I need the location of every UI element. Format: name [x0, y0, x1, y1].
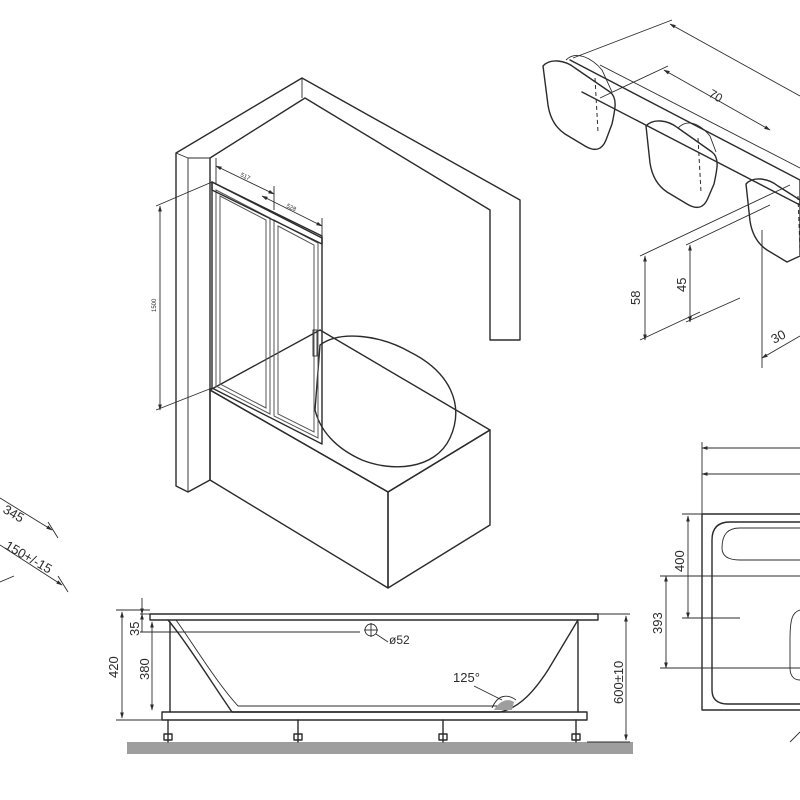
- angle-fill: [494, 700, 514, 710]
- pad-1: [542, 60, 616, 151]
- tub-front-face: [209, 389, 389, 589]
- dim-door-width-2: 528: [285, 203, 297, 213]
- wall-outline: [175, 77, 521, 493]
- dim-leg-height: 600±10: [611, 661, 626, 704]
- angle-arc: [491, 695, 517, 709]
- isometric-bathtub-view: 517 528 1500: [152, 77, 521, 589]
- tub-inner-profile: [175, 619, 498, 707]
- dim-rim: 35: [127, 622, 142, 636]
- dim-depth-section: 380: [137, 658, 152, 680]
- glass-panel-1: [215, 189, 271, 415]
- pad-2: [645, 120, 718, 209]
- dim-height-inner: 45: [674, 278, 689, 292]
- dim-screen-height: 1500: [152, 298, 158, 312]
- glass-panel-1-inner: [219, 195, 267, 409]
- side-section-view: ø52 420 35 380 600±10 125°: [106, 598, 633, 754]
- tub-top-rim: [209, 329, 491, 493]
- pad-2-hidden: [697, 137, 702, 193]
- dim-depth: 30: [768, 327, 788, 347]
- pad-1-hidden: [594, 77, 599, 133]
- feet: [163, 719, 581, 743]
- pad-1-back: [565, 55, 613, 93]
- top-rail: [211, 181, 323, 245]
- glass-panel-2-inner: [277, 225, 315, 433]
- dim-left-b: 150+/-15: [3, 538, 55, 577]
- dim-door-width-1: 517: [239, 172, 251, 182]
- dim-spacing: 70: [707, 86, 726, 105]
- tub-basin: [314, 335, 457, 468]
- plan-drain-recess: [789, 609, 800, 681]
- dim-left-a: 345: [1, 502, 27, 526]
- dim-height-outer: 58: [628, 291, 643, 305]
- door-handle: [312, 329, 318, 357]
- support-frame: [161, 711, 588, 721]
- pad-3: [745, 178, 800, 263]
- wall-edge-2: [175, 152, 189, 492]
- tub-profile: [167, 619, 579, 713]
- dim-plan-offset: 393: [650, 612, 665, 634]
- screen-frame: [211, 181, 323, 445]
- dim-total-height: 420: [106, 656, 121, 678]
- dim-angle: 125°: [453, 670, 480, 685]
- left-partial-dimensions: 345 150+/-15: [0, 497, 69, 593]
- pad-2-back: [677, 122, 717, 153]
- dim-drain: ø52: [389, 633, 410, 647]
- plan-basin: [711, 521, 800, 705]
- glass-screen: [211, 181, 323, 445]
- headrest-detail: 70 58 45 30: [542, 19, 800, 368]
- plan-outline: [701, 513, 800, 711]
- tub-rim: [149, 613, 599, 621]
- floor: [127, 742, 633, 754]
- plan-view: 400 393: [650, 442, 800, 743]
- screen-dimensions: 517 528 1500: [152, 158, 323, 411]
- dim-plan-width: 400: [672, 550, 687, 572]
- plan-headrest-outline: [721, 527, 800, 561]
- glass-panel-2: [273, 219, 319, 439]
